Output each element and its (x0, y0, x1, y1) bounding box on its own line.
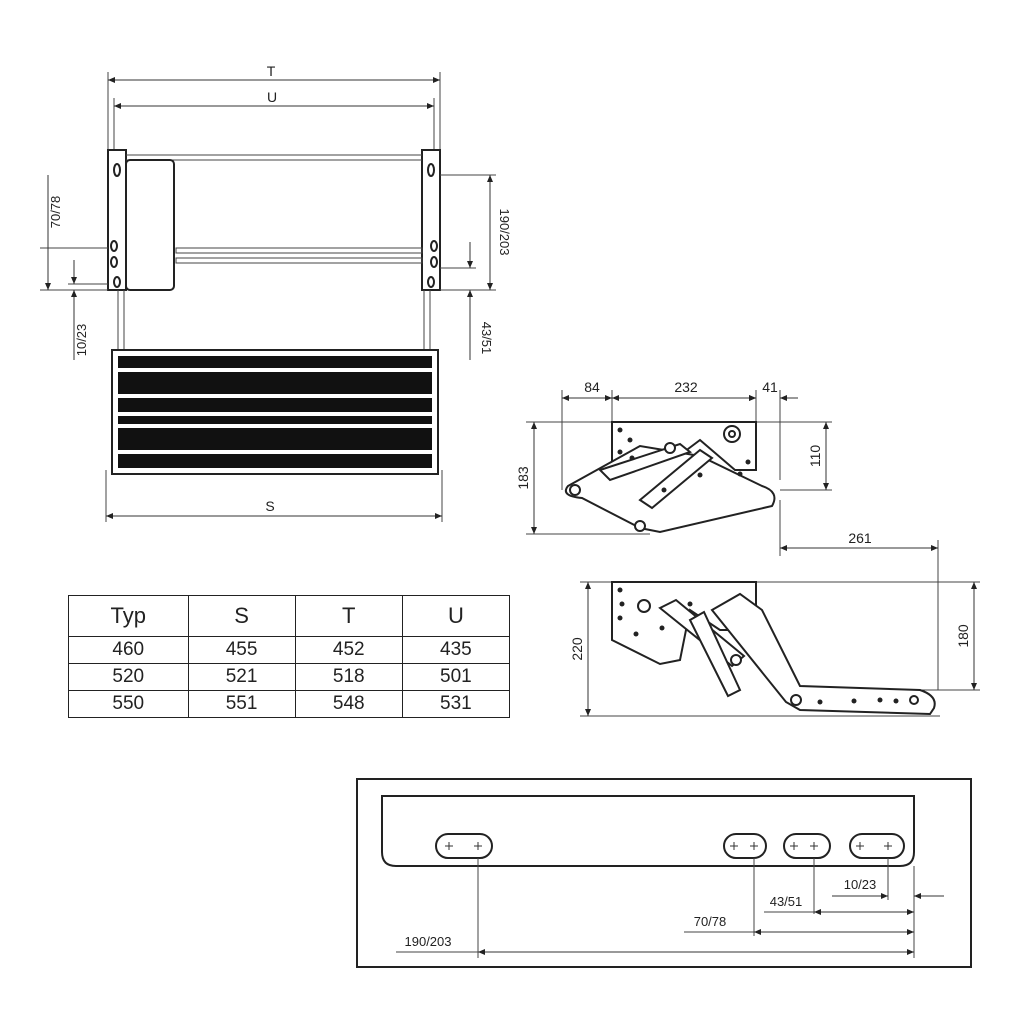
dimension-41-label: 41 (762, 379, 778, 395)
header-t: T (294, 595, 403, 637)
step-tread (111, 349, 439, 475)
side-view-extended: 261 220 180 (569, 500, 980, 717)
detail-43-51-label: 43/51 (770, 894, 803, 909)
dimension-U-label: U (267, 89, 277, 105)
table-cell: 460 (68, 636, 189, 664)
dimension-261-label: 261 (848, 530, 872, 546)
front-view: T U (40, 63, 512, 522)
dimension-220-label: 220 (569, 637, 585, 661)
table-cell: 501 (401, 663, 511, 691)
table-cell: 521 (187, 663, 296, 691)
dimension-43-51-label: 43/51 (479, 322, 494, 355)
header-typ: Typ (68, 595, 189, 637)
motor-housing (125, 159, 175, 291)
dimension-84-label: 84 (584, 379, 600, 395)
table-cell: 550 (68, 690, 189, 718)
dimension-70-78-label: 70/78 (48, 196, 63, 229)
dimension-180-label: 180 (955, 624, 971, 648)
table-cell: 518 (294, 663, 403, 691)
table-row: 550 551 548 531 (68, 690, 511, 718)
table-row: 520 521 518 501 (68, 663, 511, 691)
bracket-profile (381, 795, 915, 867)
dimension-190-203-label: 190/203 (497, 209, 512, 256)
table-cell: 551 (187, 690, 296, 718)
table-cell: 435 (401, 636, 511, 664)
slot-10-23 (849, 833, 905, 859)
right-mounting-bracket (421, 149, 441, 291)
dimension-T-label: T (267, 63, 276, 79)
spec-table-header: Typ S T U (68, 595, 511, 637)
bracket-detail-frame (356, 778, 972, 968)
side-view-retracted: 84 232 41 183 110 (515, 379, 832, 535)
table-cell: 520 (68, 663, 189, 691)
dimension-110-label: 110 (807, 445, 823, 468)
slot-190-203 (435, 833, 493, 859)
table-row: 460 455 452 435 (68, 636, 511, 664)
table-cell: 531 (401, 690, 511, 718)
dimension-10-23-label: 10/23 (74, 324, 89, 357)
slot-70-78 (723, 833, 767, 859)
header-u: U (401, 595, 511, 637)
detail-190-203-label: 190/203 (405, 934, 452, 949)
table-cell: 548 (294, 690, 403, 718)
bracket-detail: 10/23 43/51 70/78 190/203 (381, 795, 944, 958)
spec-table: Typ S T U 460 455 452 435 520 521 518 50… (68, 595, 511, 718)
header-s: S (187, 595, 296, 637)
table-cell: 452 (294, 636, 403, 664)
detail-70-78-label: 70/78 (694, 914, 727, 929)
dimension-183-label: 183 (515, 466, 531, 490)
dimension-232-label: 232 (674, 379, 698, 395)
extended-step-arm (710, 592, 936, 716)
dimension-S-label: S (265, 498, 274, 514)
table-cell: 455 (187, 636, 296, 664)
detail-10-23-label: 10/23 (844, 877, 877, 892)
slot-43-51 (783, 833, 831, 859)
